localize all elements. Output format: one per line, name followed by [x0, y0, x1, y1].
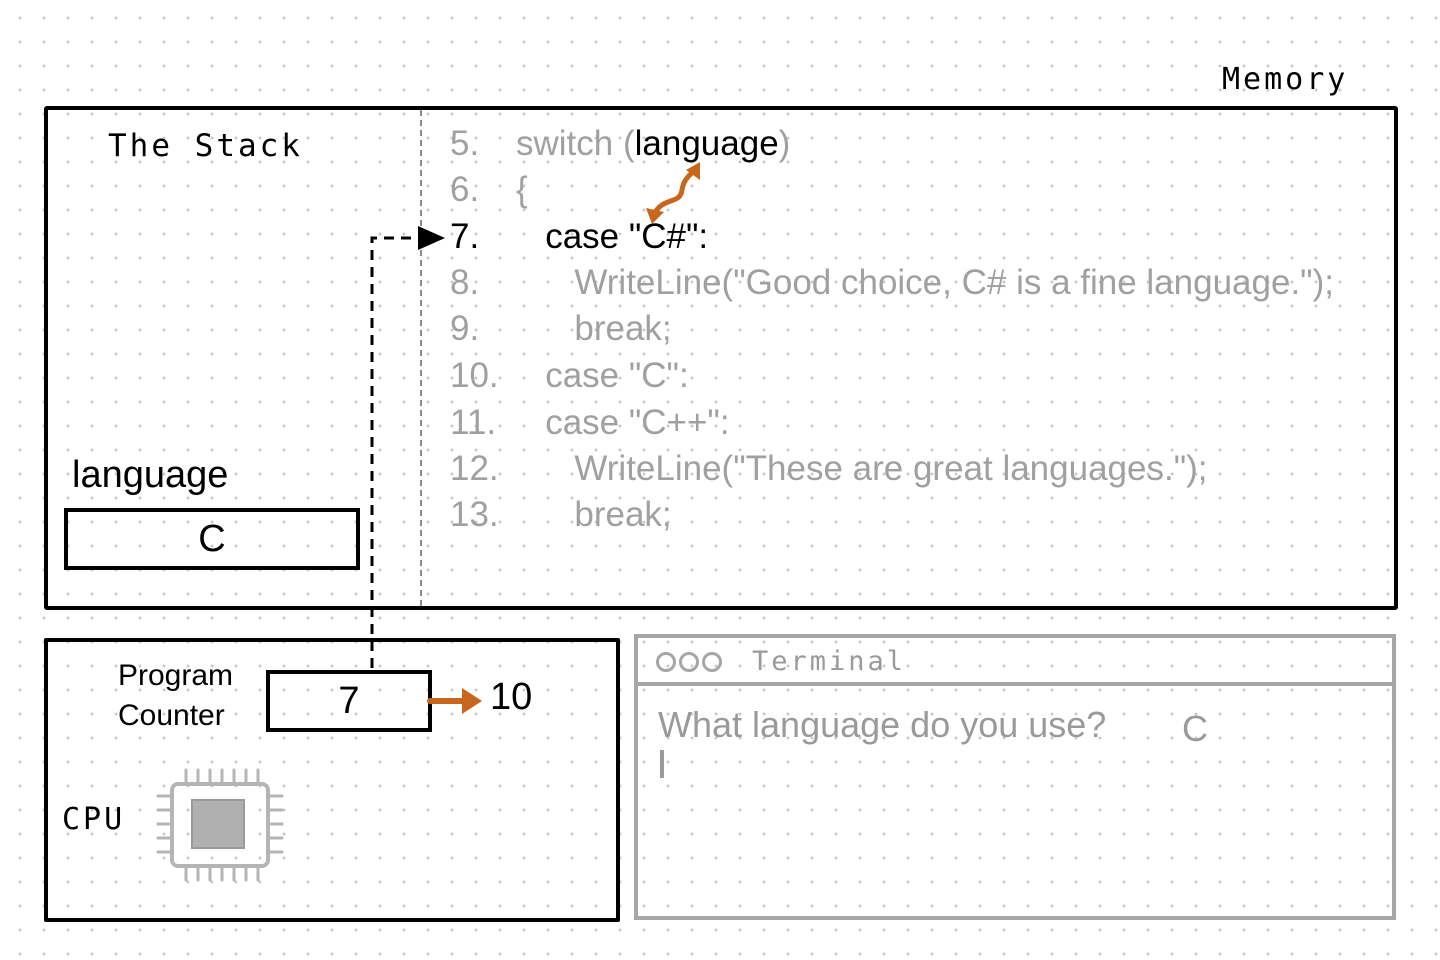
- variable-value-box: C: [64, 508, 360, 570]
- program-counter-label-line-2: Counter: [118, 699, 225, 732]
- code-indent: [516, 356, 545, 395]
- line-number: 8.: [450, 263, 480, 302]
- code-line-6: 6. {: [450, 167, 528, 213]
- terminal-window: Terminal What language do you use? C: [634, 634, 1396, 920]
- terminal-input-text: C: [1182, 708, 1208, 749]
- code-indent: [516, 309, 574, 348]
- code-text: case "C":: [545, 356, 689, 395]
- code-text: WriteLine("Good choice, C# is a fine lan…: [574, 263, 1334, 302]
- code-text: {: [516, 170, 528, 209]
- program-counter-box: 7: [266, 670, 432, 732]
- code-line-9: 9. break;: [450, 306, 672, 352]
- cpu-label: CPU: [62, 802, 126, 837]
- code-text: break;: [574, 309, 672, 348]
- code-indent: [516, 263, 574, 302]
- terminal-prompt: What language do you use?: [658, 704, 1107, 745]
- code-line-13: 13. break;: [450, 492, 672, 538]
- terminal-titlebar: Terminal: [638, 638, 1392, 686]
- code-line-7: 7. case "C#":: [450, 214, 708, 260]
- line-number: 9.: [450, 309, 480, 348]
- stack-divider: [420, 110, 422, 606]
- code-indent: [516, 403, 545, 442]
- stack-title: The Stack: [108, 128, 303, 164]
- code-line-10: 10. case "C":: [450, 353, 689, 399]
- code-text: case "C++":: [545, 403, 730, 442]
- terminal-cursor: [660, 750, 664, 778]
- code-text: switch (: [516, 124, 635, 163]
- program-counter-label: Program Counter: [118, 656, 233, 736]
- program-counter-next-value: 10: [490, 676, 533, 718]
- code-text: break;: [574, 495, 672, 534]
- cpu-panel: [44, 638, 620, 922]
- line-number: 13.: [450, 495, 499, 534]
- cpu-chip-icon: [156, 768, 284, 882]
- memory-label: Memory: [1222, 62, 1349, 97]
- code-line-11: 11. case "C++":: [450, 400, 730, 446]
- variable-name: language: [72, 454, 229, 496]
- line-number: 7.: [450, 217, 480, 256]
- terminal-title: Terminal: [752, 646, 907, 677]
- code-indent: [516, 449, 574, 488]
- code-text-after: ): [778, 124, 791, 163]
- line-number: 11.: [450, 403, 497, 442]
- memory-panel: [44, 106, 1398, 610]
- code-text: case "C#":: [545, 217, 709, 256]
- line-number: 10.: [450, 356, 499, 395]
- code-highlight: language: [634, 124, 779, 163]
- code-indent: [516, 217, 545, 256]
- code-text: WriteLine("These are great languages.");: [574, 449, 1208, 488]
- code-line-12: 12. WriteLine("These are great languages…: [450, 446, 1208, 492]
- window-controls-icon: [656, 652, 722, 672]
- code-indent: [516, 495, 574, 534]
- code-line-5: 5. switch (language): [450, 121, 790, 167]
- line-number: 6.: [450, 170, 480, 209]
- program-counter-label-line-1: Program: [118, 659, 234, 692]
- line-number: 5.: [450, 124, 480, 163]
- line-number: 12.: [450, 449, 499, 488]
- code-line-8: 8. WriteLine("Good choice, C# is a fine …: [450, 260, 1334, 306]
